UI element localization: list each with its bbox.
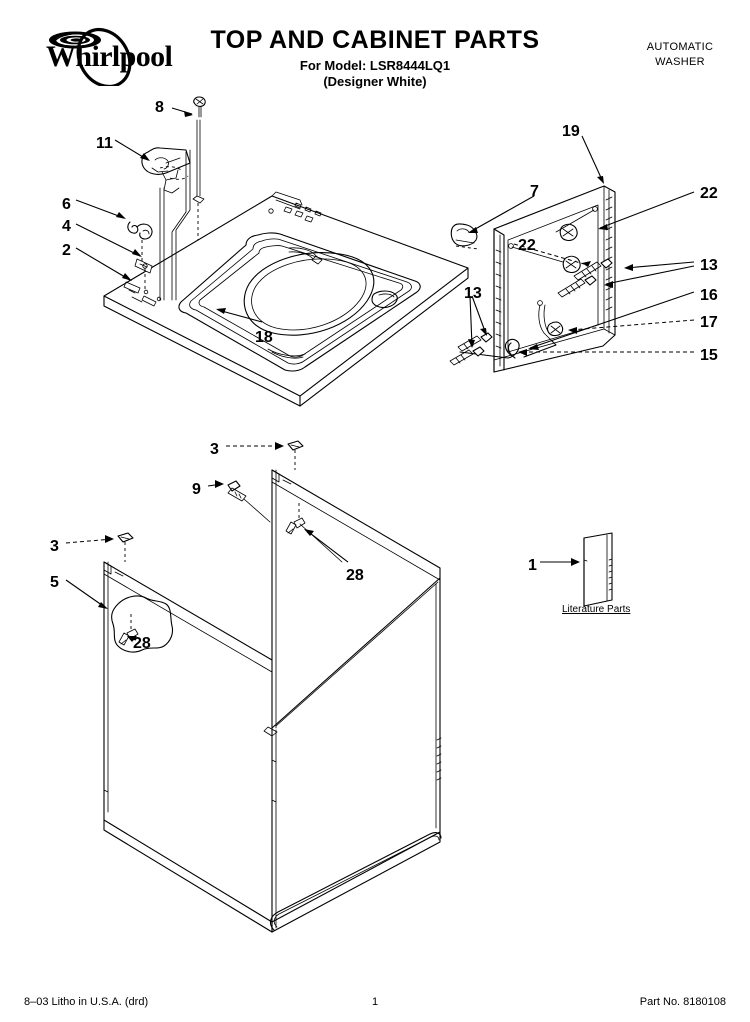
callout-number-9: 9 [192,481,201,498]
callout-number-13: 13 [464,285,482,302]
callout-number-13: 13 [700,257,718,274]
washer-top-panel-group [104,192,468,406]
swoosh-icon [76,27,132,86]
callout-number-7: 7 [530,183,539,200]
part-3-screw-left [118,533,133,562]
page-title: TOP AND CABINET PARTS [210,26,540,54]
part-3-screw-right [288,441,303,470]
callout-number-17: 17 [700,314,718,331]
leader-lines [66,108,694,642]
literature-part-group [584,533,612,606]
literature-parts-label: Literature Parts [562,604,631,615]
callout-number-3: 3 [50,538,59,555]
whirlpool-logo: Whirlpool [28,24,188,86]
part-17-fastener [548,322,563,336]
screw-8 [194,97,205,117]
callout-number-3: 3 [210,441,219,458]
part-28-screw-right [286,500,305,534]
callout-number-11: 11 [96,135,113,152]
callout-number-16: 16 [700,287,718,304]
callout-number-6: 6 [62,196,71,213]
lid-switch-assembly-group [142,97,205,300]
cabinet-group [104,441,441,932]
callout-number-2: 2 [62,242,71,259]
appliance-type: AUTOMATIC WASHER [620,40,740,70]
front-panel-group [450,186,615,372]
callout-number-22: 22 [518,237,536,254]
part-13-bolt-lower-left [450,347,484,365]
callout-number-8: 8 [155,99,164,116]
part-7-clip [451,224,478,249]
part-22-fastener-lower [509,244,581,273]
callout-number-4: 4 [62,218,71,235]
callout-number-1: 1 [528,557,537,574]
part-9-bolt [228,481,270,522]
callout-number-18: 18 [255,329,273,346]
callout-number-28: 28 [133,635,151,652]
part-13-bolt-upper-right [574,259,612,280]
callout-number-15: 15 [700,347,718,364]
whirlpool-wordmark: Whirlpool [46,40,173,73]
callout-number-19: 19 [562,123,580,140]
color-variant-line: (Designer White) [323,74,427,89]
footer-litho: 8–03 Litho in U.S.A. (drd) [24,996,149,1008]
callout-number-5: 5 [50,574,59,591]
appliance-type-line2: WASHER [655,55,705,68]
appliance-type-line1: AUTOMATIC [646,41,714,53]
model-line: For Model: LSR8444LQ1 [299,58,451,73]
part-22-fastener-upper [560,224,577,240]
callout-number-28: 28 [346,567,364,584]
callout-number-22: 22 [700,185,718,202]
part-13-bolt-lower-right [558,276,596,297]
footer-part-number: Part No. 8180108 [639,996,726,1008]
footer-page-number: 1 [371,996,379,1008]
whirlpool-logo-mark: Whirlpool [46,27,173,86]
